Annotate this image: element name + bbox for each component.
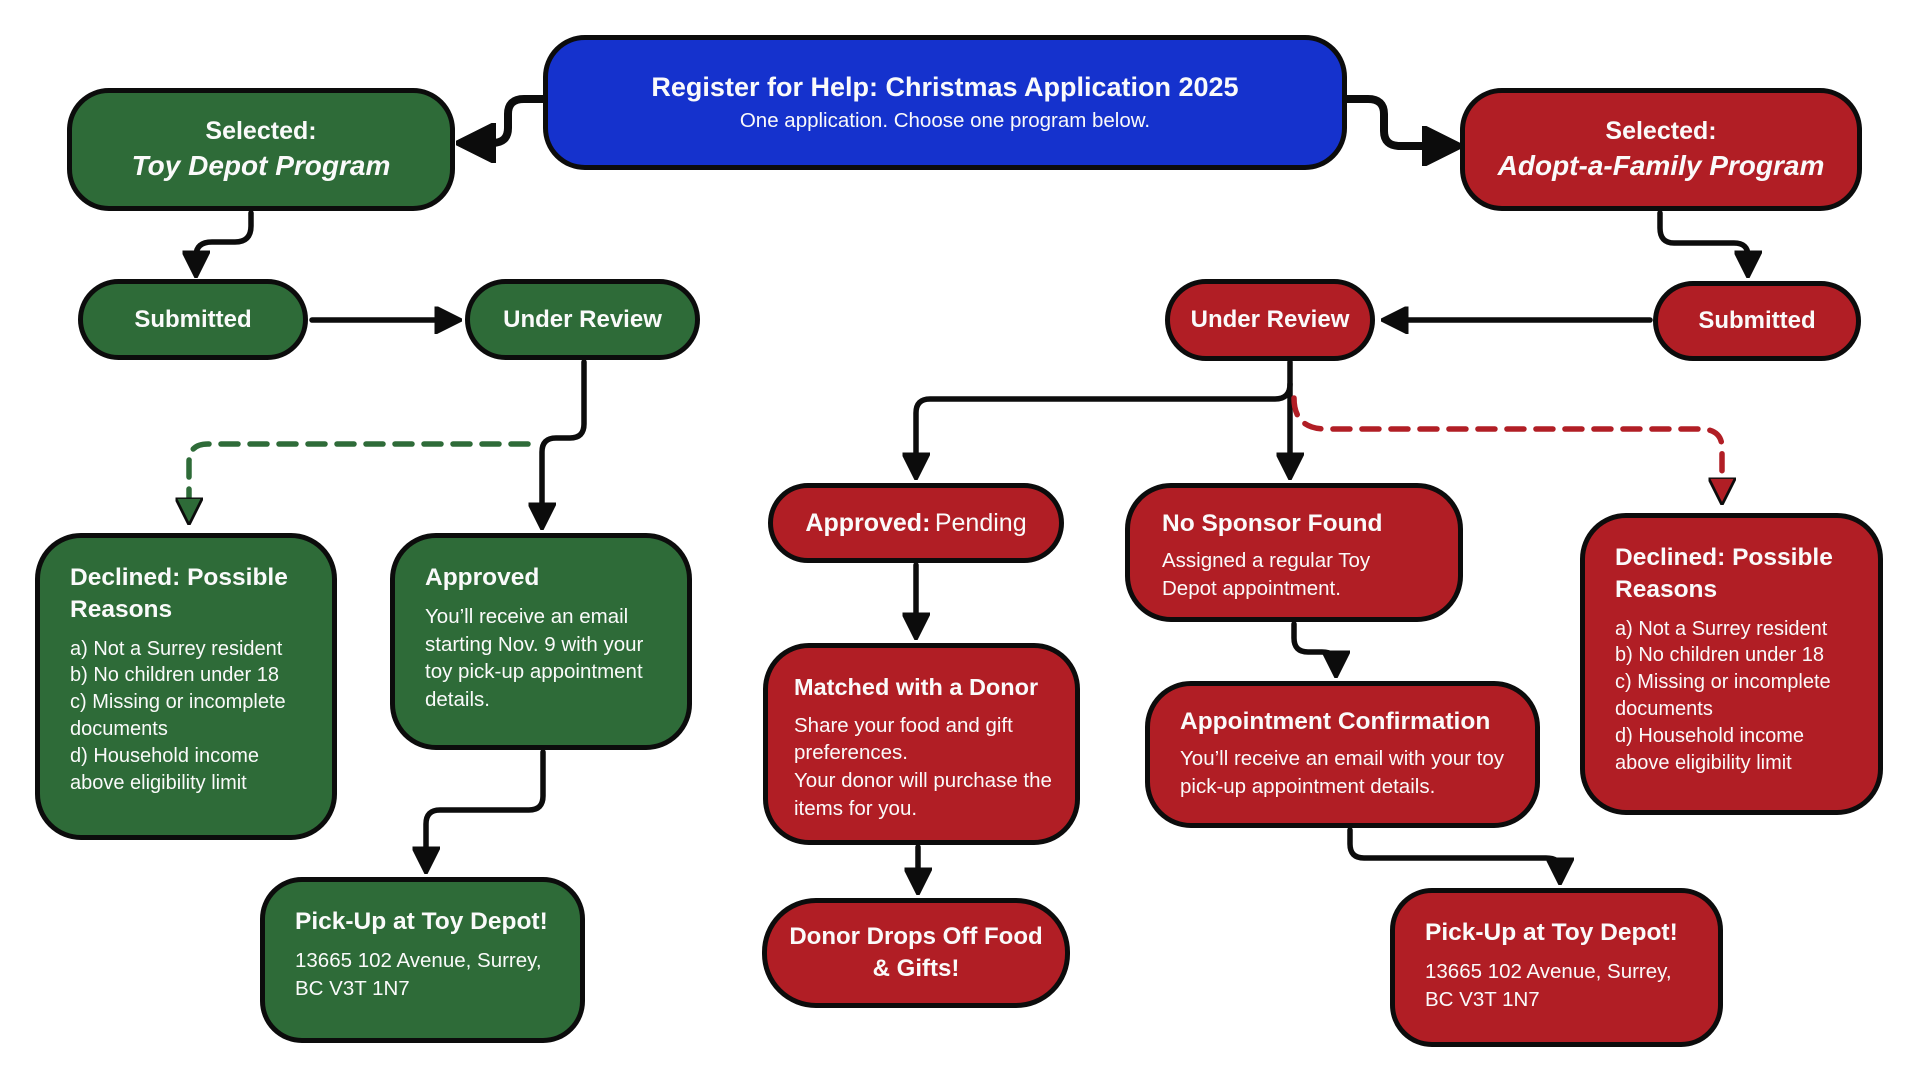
toy-pickup-address: 13665 102 Avenue, Surrey, BC V3T 1N7: [295, 948, 542, 1000]
connector-adopt-under-review-to-declined-dashed: [1291, 395, 1722, 494]
node-toy-approved: Approved You’ll receive an email startin…: [390, 533, 692, 750]
donor-drops-label: Donor Drops Off Food & Gifts!: [789, 922, 1043, 982]
node-no-sponsor-found: No Sponsor Found Assigned a regular Toy …: [1125, 483, 1463, 622]
approved-pending-bold: Approved:: [805, 508, 931, 537]
reason-item: c) Missing or incomplete documents: [70, 691, 286, 741]
toy-submitted-label: Submitted: [134, 305, 252, 333]
connector-no-sponsor-to-appointment: [1291, 621, 1336, 667]
connector-header-to-adopt-family: [1340, 95, 1446, 146]
reason-item: a) Not a Surrey resident: [1615, 617, 1828, 640]
toy-under-review-label: Under Review: [503, 305, 662, 333]
reason-item: a) Not a Surrey resident: [70, 637, 283, 660]
reason-item: b) No children under 18: [70, 664, 280, 687]
toy-pickup-title: Pick-Up at Toy Depot!: [295, 908, 548, 935]
selected-label: Selected:: [205, 117, 317, 145]
connector-toy-approved-to-pickup: [426, 749, 546, 863]
adopt-declined-reasons: a) Not a Surrey resident b) No children …: [1615, 616, 1854, 777]
header-title: Register for Help: Christmas Application…: [651, 72, 1239, 102]
node-adopt-declined: Declined: Possible Reasons a) Not a Surr…: [1580, 513, 1883, 815]
reason-item: b) No children under 18: [1615, 644, 1825, 667]
adopt-pickup-title: Pick-Up at Toy Depot!: [1425, 919, 1678, 946]
connector-adopt-under-review-to-approved-pending: [916, 381, 1293, 469]
program-name: Toy Depot Program: [131, 150, 391, 181]
toy-approved-title: Approved: [425, 564, 540, 591]
connector-toy-under-review-to-approved: [542, 359, 587, 519]
node-toy-submitted: Submitted: [78, 279, 308, 360]
adopt-under-review-label: Under Review: [1190, 306, 1350, 333]
no-sponsor-body: Assigned a regular Toy Depot appointment…: [1162, 548, 1371, 600]
header-subtitle: One application. Choose one program belo…: [739, 109, 1151, 132]
matched-title: Matched with a Donor: [794, 674, 1039, 700]
reason-item: c) Missing or incomplete documents: [1615, 671, 1831, 721]
reason-item: d) Household income above eligibility li…: [70, 744, 259, 794]
approved-pending-rest: Pending: [934, 508, 1027, 537]
program-name: Adopt-a-Family Program: [1497, 150, 1825, 181]
connector-toy-under-review-to-declined-dashed: [189, 441, 531, 514]
appointment-title: Appointment Confirmation: [1180, 708, 1491, 735]
node-adopt-under-review: Under Review: [1165, 279, 1375, 361]
connector-adopt-selected-to-submitted: [1657, 210, 1748, 267]
connector-toy-selected-to-submitted: [196, 210, 254, 267]
adopt-pickup-address: 13665 102 Avenue, Surrey, BC V3T 1N7: [1425, 959, 1672, 1011]
connector-header-to-toy-depot: [472, 95, 550, 143]
node-adopt-submitted: Submitted: [1653, 281, 1861, 361]
adopt-submitted-label: Submitted: [1698, 307, 1816, 334]
approved-pending-label: Approved: Pending: [805, 509, 1026, 538]
node-matched-with-donor: Matched with a Donor Share your food and…: [763, 643, 1080, 845]
node-selected-toy-depot: Selected: Toy Depot Program: [67, 88, 455, 211]
selected-label: Selected:: [1605, 117, 1717, 145]
node-header: Register for Help: Christmas Application…: [543, 35, 1347, 170]
toy-approved-body: You’ll receive an email starting Nov. 9 …: [425, 604, 644, 711]
node-toy-under-review: Under Review: [465, 279, 700, 360]
toy-declined-reasons: a) Not a Surrey resident b) No children …: [70, 636, 308, 797]
node-adopt-pickup: Pick-Up at Toy Depot! 13665 102 Avenue, …: [1390, 888, 1723, 1047]
reason-item: d) Household income above eligibility li…: [1615, 724, 1804, 774]
no-sponsor-title: No Sponsor Found: [1162, 510, 1383, 537]
node-approved-pending: Approved: Pending: [768, 483, 1064, 563]
node-toy-pickup: Pick-Up at Toy Depot! 13665 102 Avenue, …: [260, 877, 585, 1043]
toy-declined-title: Declined: Possible Reasons: [70, 564, 288, 623]
matched-body: Share your food and gift preferences. Yo…: [794, 713, 1052, 820]
node-appointment-confirmation: Appointment Confirmation You’ll receive …: [1145, 681, 1540, 828]
connector-appointment-to-pickup: [1347, 827, 1560, 874]
node-toy-declined: Declined: Possible Reasons a) Not a Surr…: [35, 533, 337, 840]
node-donor-drops-off: Donor Drops Off Food & Gifts!: [762, 898, 1070, 1008]
adopt-declined-title: Declined: Possible Reasons: [1615, 544, 1833, 603]
appointment-body: You’ll receive an email with your toy pi…: [1180, 746, 1504, 798]
node-selected-adopt-family: Selected: Adopt-a-Family Program: [1460, 88, 1862, 211]
